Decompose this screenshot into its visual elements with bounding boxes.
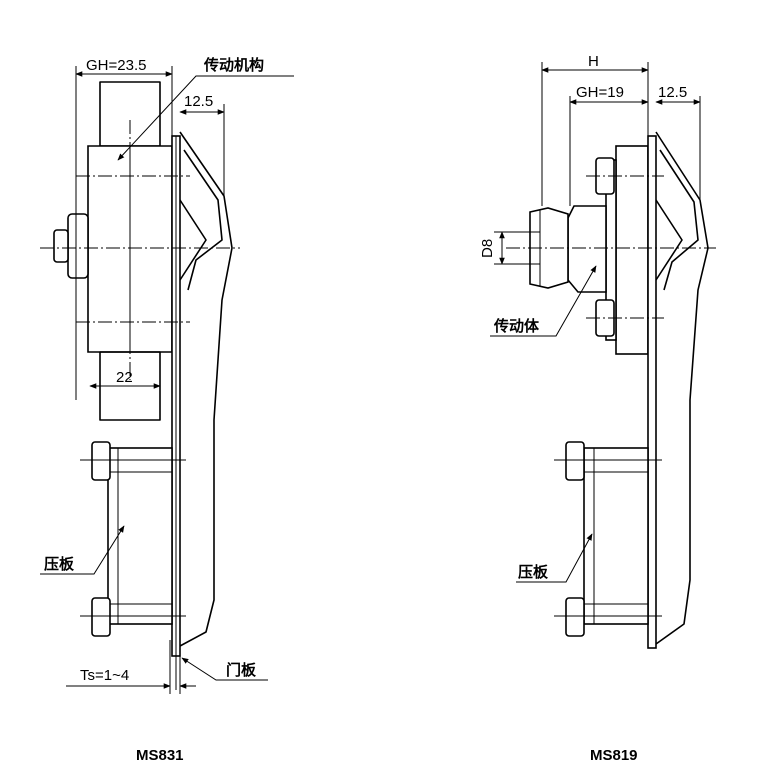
dim-ts-label: Ts=1~4 xyxy=(80,667,129,684)
pressure-plate xyxy=(107,447,173,625)
label-drive-body: 传动体 xyxy=(493,317,540,335)
ms831-view: GH=23.5 12.5 22 Ts=1~4 传动机构 压板 门板 MS831 xyxy=(40,56,294,764)
drive-body-block xyxy=(615,145,649,355)
pressure-plate-right xyxy=(583,447,649,625)
bolt-upper-right xyxy=(565,441,585,481)
label-door-panel: 门板 xyxy=(226,661,257,679)
label-drive-mechanism: 传动机构 xyxy=(203,56,264,74)
bolt-upper-left xyxy=(91,441,111,481)
dim-d8-label: D8 xyxy=(479,239,496,258)
nut-left xyxy=(67,213,89,279)
shaft-upper xyxy=(99,81,161,147)
dim-gh-right-label: GH=19 xyxy=(576,84,624,101)
handle-profile xyxy=(179,131,233,647)
dim-12-5-label: 12.5 xyxy=(184,93,213,110)
title-ms819: MS819 xyxy=(590,747,638,764)
door-plate-right xyxy=(647,135,657,649)
dim-22-label: 22 xyxy=(116,369,133,386)
handle-profile-right xyxy=(655,131,709,645)
drive-body-cam xyxy=(567,205,607,293)
label-pressure-plate-right: 压板 xyxy=(518,563,549,581)
bolt-lower-left xyxy=(91,597,111,637)
dim-h-label: H xyxy=(588,53,599,70)
dim-12-5-right-label: 12.5 xyxy=(658,84,687,101)
label-pressure-plate: 压板 xyxy=(44,555,75,573)
ms819-view: H GH=19 12.5 D8 传动体 压板 MS819 xyxy=(479,53,716,764)
dim-gh-label: GH=23.5 xyxy=(86,57,146,74)
shaft-lower xyxy=(99,351,161,421)
bolt-lower-right xyxy=(565,597,585,637)
title-ms831: MS831 xyxy=(136,747,184,764)
